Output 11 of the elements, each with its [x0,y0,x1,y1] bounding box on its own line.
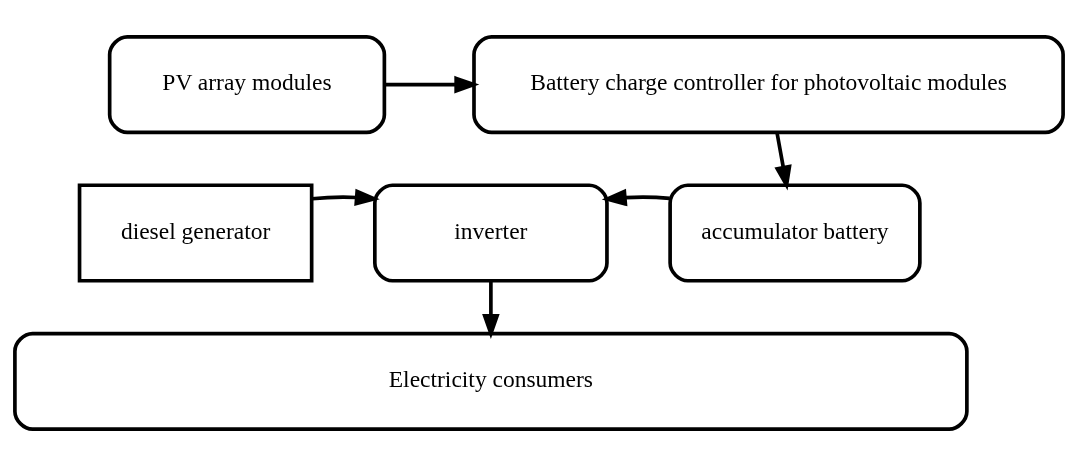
arrow [482,280,500,339]
arrow [774,132,792,191]
node-box: Electricity consumers [13,331,969,431]
node-box: inverter [373,183,609,283]
node-box: PV array modules [107,35,387,135]
node-box: Battery charge controller for photovoltaic modules [472,35,1065,135]
arrow [601,188,670,207]
arrow [384,75,480,94]
node-box: diesel generator [77,183,314,283]
node-box: accumulator battery [668,183,922,283]
arrow [311,188,380,207]
